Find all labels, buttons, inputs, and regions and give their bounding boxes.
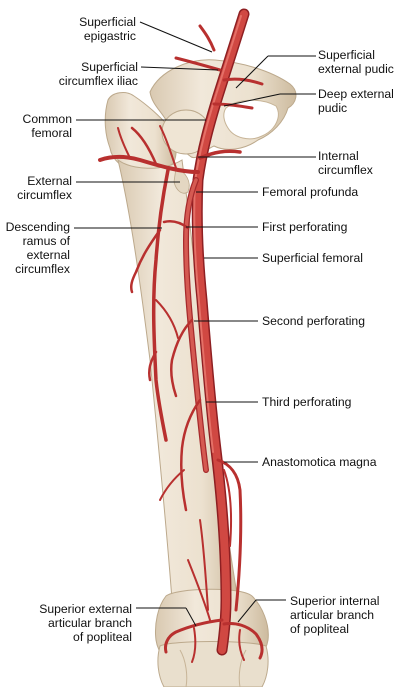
tibia-top [157, 641, 269, 687]
label-superior-internal-articular: Superior internal articular branch of po… [290, 594, 380, 636]
label-common-femoral: Common femoral [22, 112, 72, 140]
label-anastomotica-magna: Anastomotica magna [262, 455, 377, 469]
label-femoral-profunda: Femoral profunda [262, 185, 359, 199]
label-internal-circumflex: Internal circumflex [318, 149, 373, 177]
label-superficial-femoral: Superficial femoral [262, 251, 363, 265]
obturator-region [223, 99, 279, 140]
label-deep-external-pudic: Deep external pudic [318, 87, 394, 115]
leader-lines [74, 21, 316, 627]
label-third-perforating: Third perforating [262, 395, 352, 409]
label-external-circumflex: External circumflex [17, 174, 72, 202]
label-descending-ramus: Descending ramus of external circumflex [5, 220, 70, 276]
label-superficial-epigastric: Superficial epigastric [79, 15, 136, 43]
label-superficial-circumflex-iliac: Superficial circumflex iliac [58, 60, 138, 88]
label-superficial-external-pudic: Superficial external pudic [318, 48, 394, 76]
label-second-perforating: Second perforating [262, 314, 365, 328]
label-superior-external-articular: Superior external articular branch of po… [39, 602, 132, 644]
label-first-perforating: First perforating [262, 220, 348, 234]
